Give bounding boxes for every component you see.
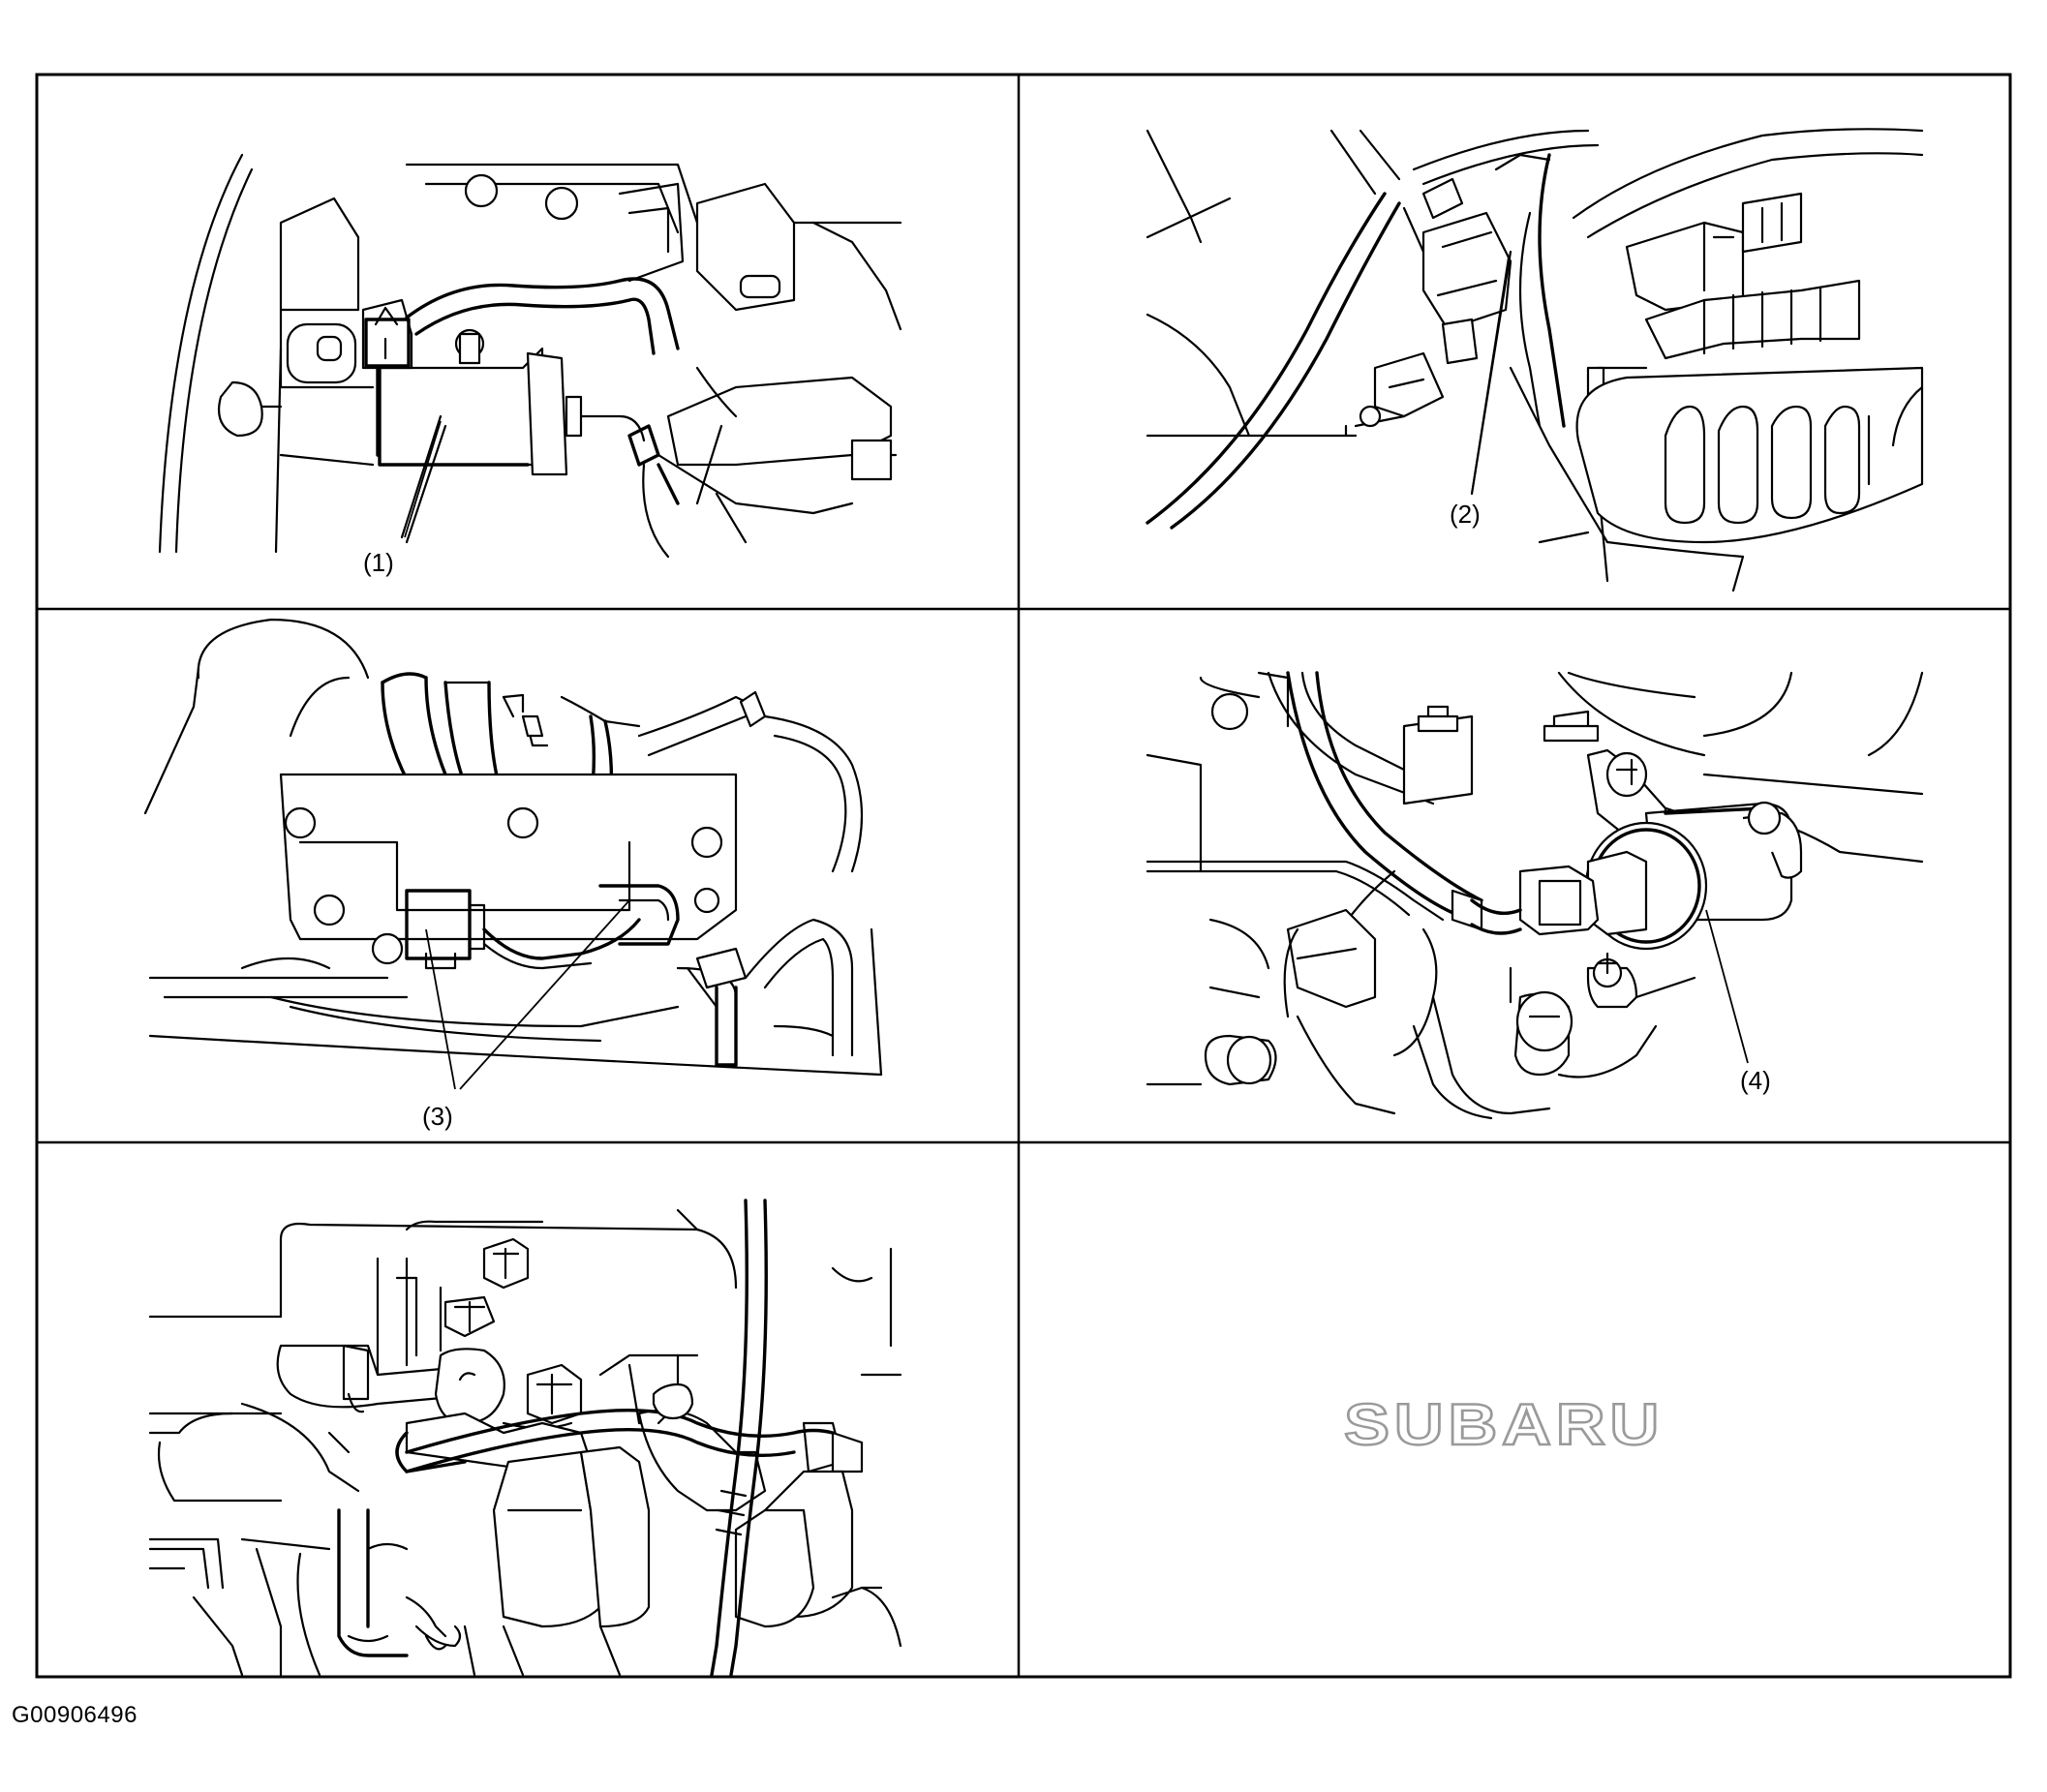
callout-2: (2) bbox=[1450, 500, 1481, 529]
panel-1-illustration bbox=[158, 153, 902, 559]
callout-4: (4) bbox=[1740, 1066, 1771, 1095]
svg-text:SUBARU: SUBARU bbox=[1344, 1392, 1664, 1457]
subaru-logo: SUBARU bbox=[1343, 1391, 1664, 1458]
panel-2-illustration bbox=[1146, 128, 1924, 592]
callout-1: (1) bbox=[363, 548, 394, 577]
panel-4-illustration bbox=[1146, 671, 1924, 1120]
panel-5-illustration bbox=[148, 1199, 902, 1677]
panel-grid bbox=[35, 73, 2012, 1679]
figure-id: G00906496 bbox=[12, 1702, 137, 1728]
callout-3: (3) bbox=[422, 1102, 453, 1131]
panel-3-illustration bbox=[143, 618, 883, 1090]
